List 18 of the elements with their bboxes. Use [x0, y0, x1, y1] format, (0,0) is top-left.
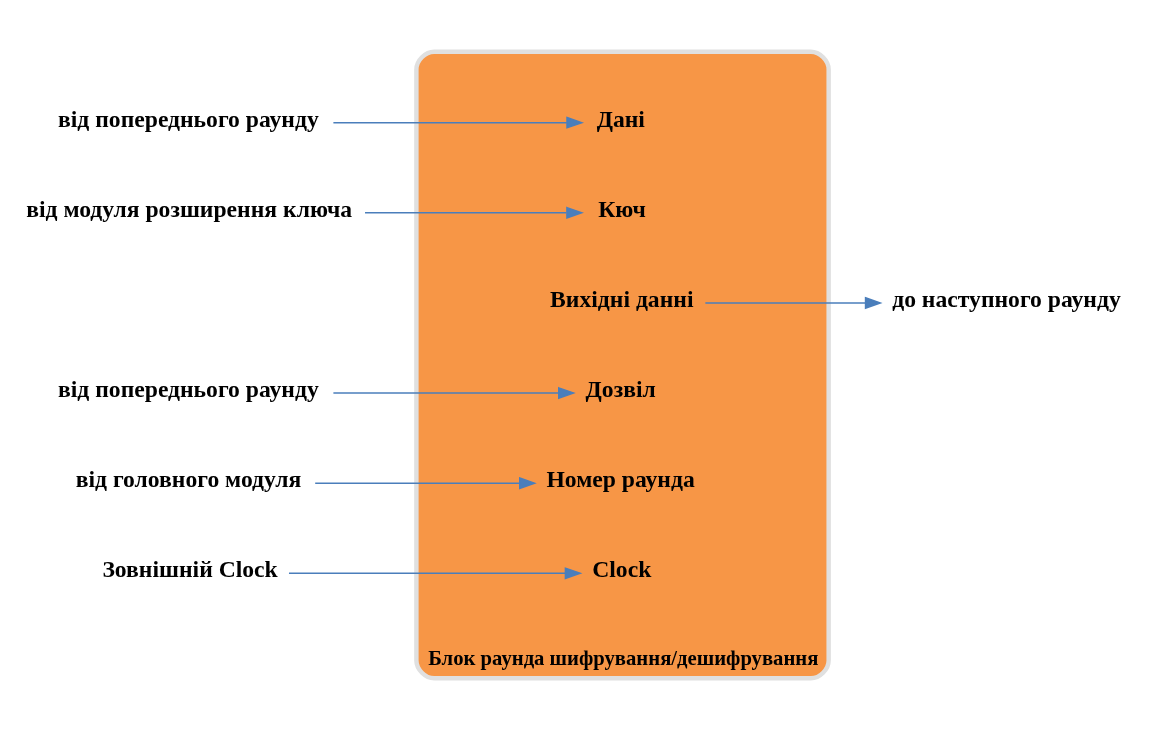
node-text: від попереднього раунду [58, 105, 319, 132]
node-text: Дозвіл [585, 375, 656, 402]
node-text: від попереднього раунду [58, 375, 319, 402]
arrow [364, 206, 584, 219]
arrow [332, 386, 576, 399]
node-text: Кюч [598, 195, 646, 222]
node-text: від модуля розширення ключа [26, 195, 353, 222]
node-text: до наступного раунду [892, 285, 1121, 312]
node-text: Clock [592, 555, 652, 582]
arrow [332, 115, 584, 129]
node-text: Дані [596, 105, 645, 132]
node-text: Зовнішній Clock [102, 555, 278, 582]
arrow [704, 296, 883, 309]
node-text: Номер раунда [546, 465, 695, 492]
node-text: Вихідні данні [550, 285, 694, 312]
arrow [314, 476, 537, 489]
node-text: від головного модуля [75, 465, 302, 492]
arrow [288, 566, 583, 580]
